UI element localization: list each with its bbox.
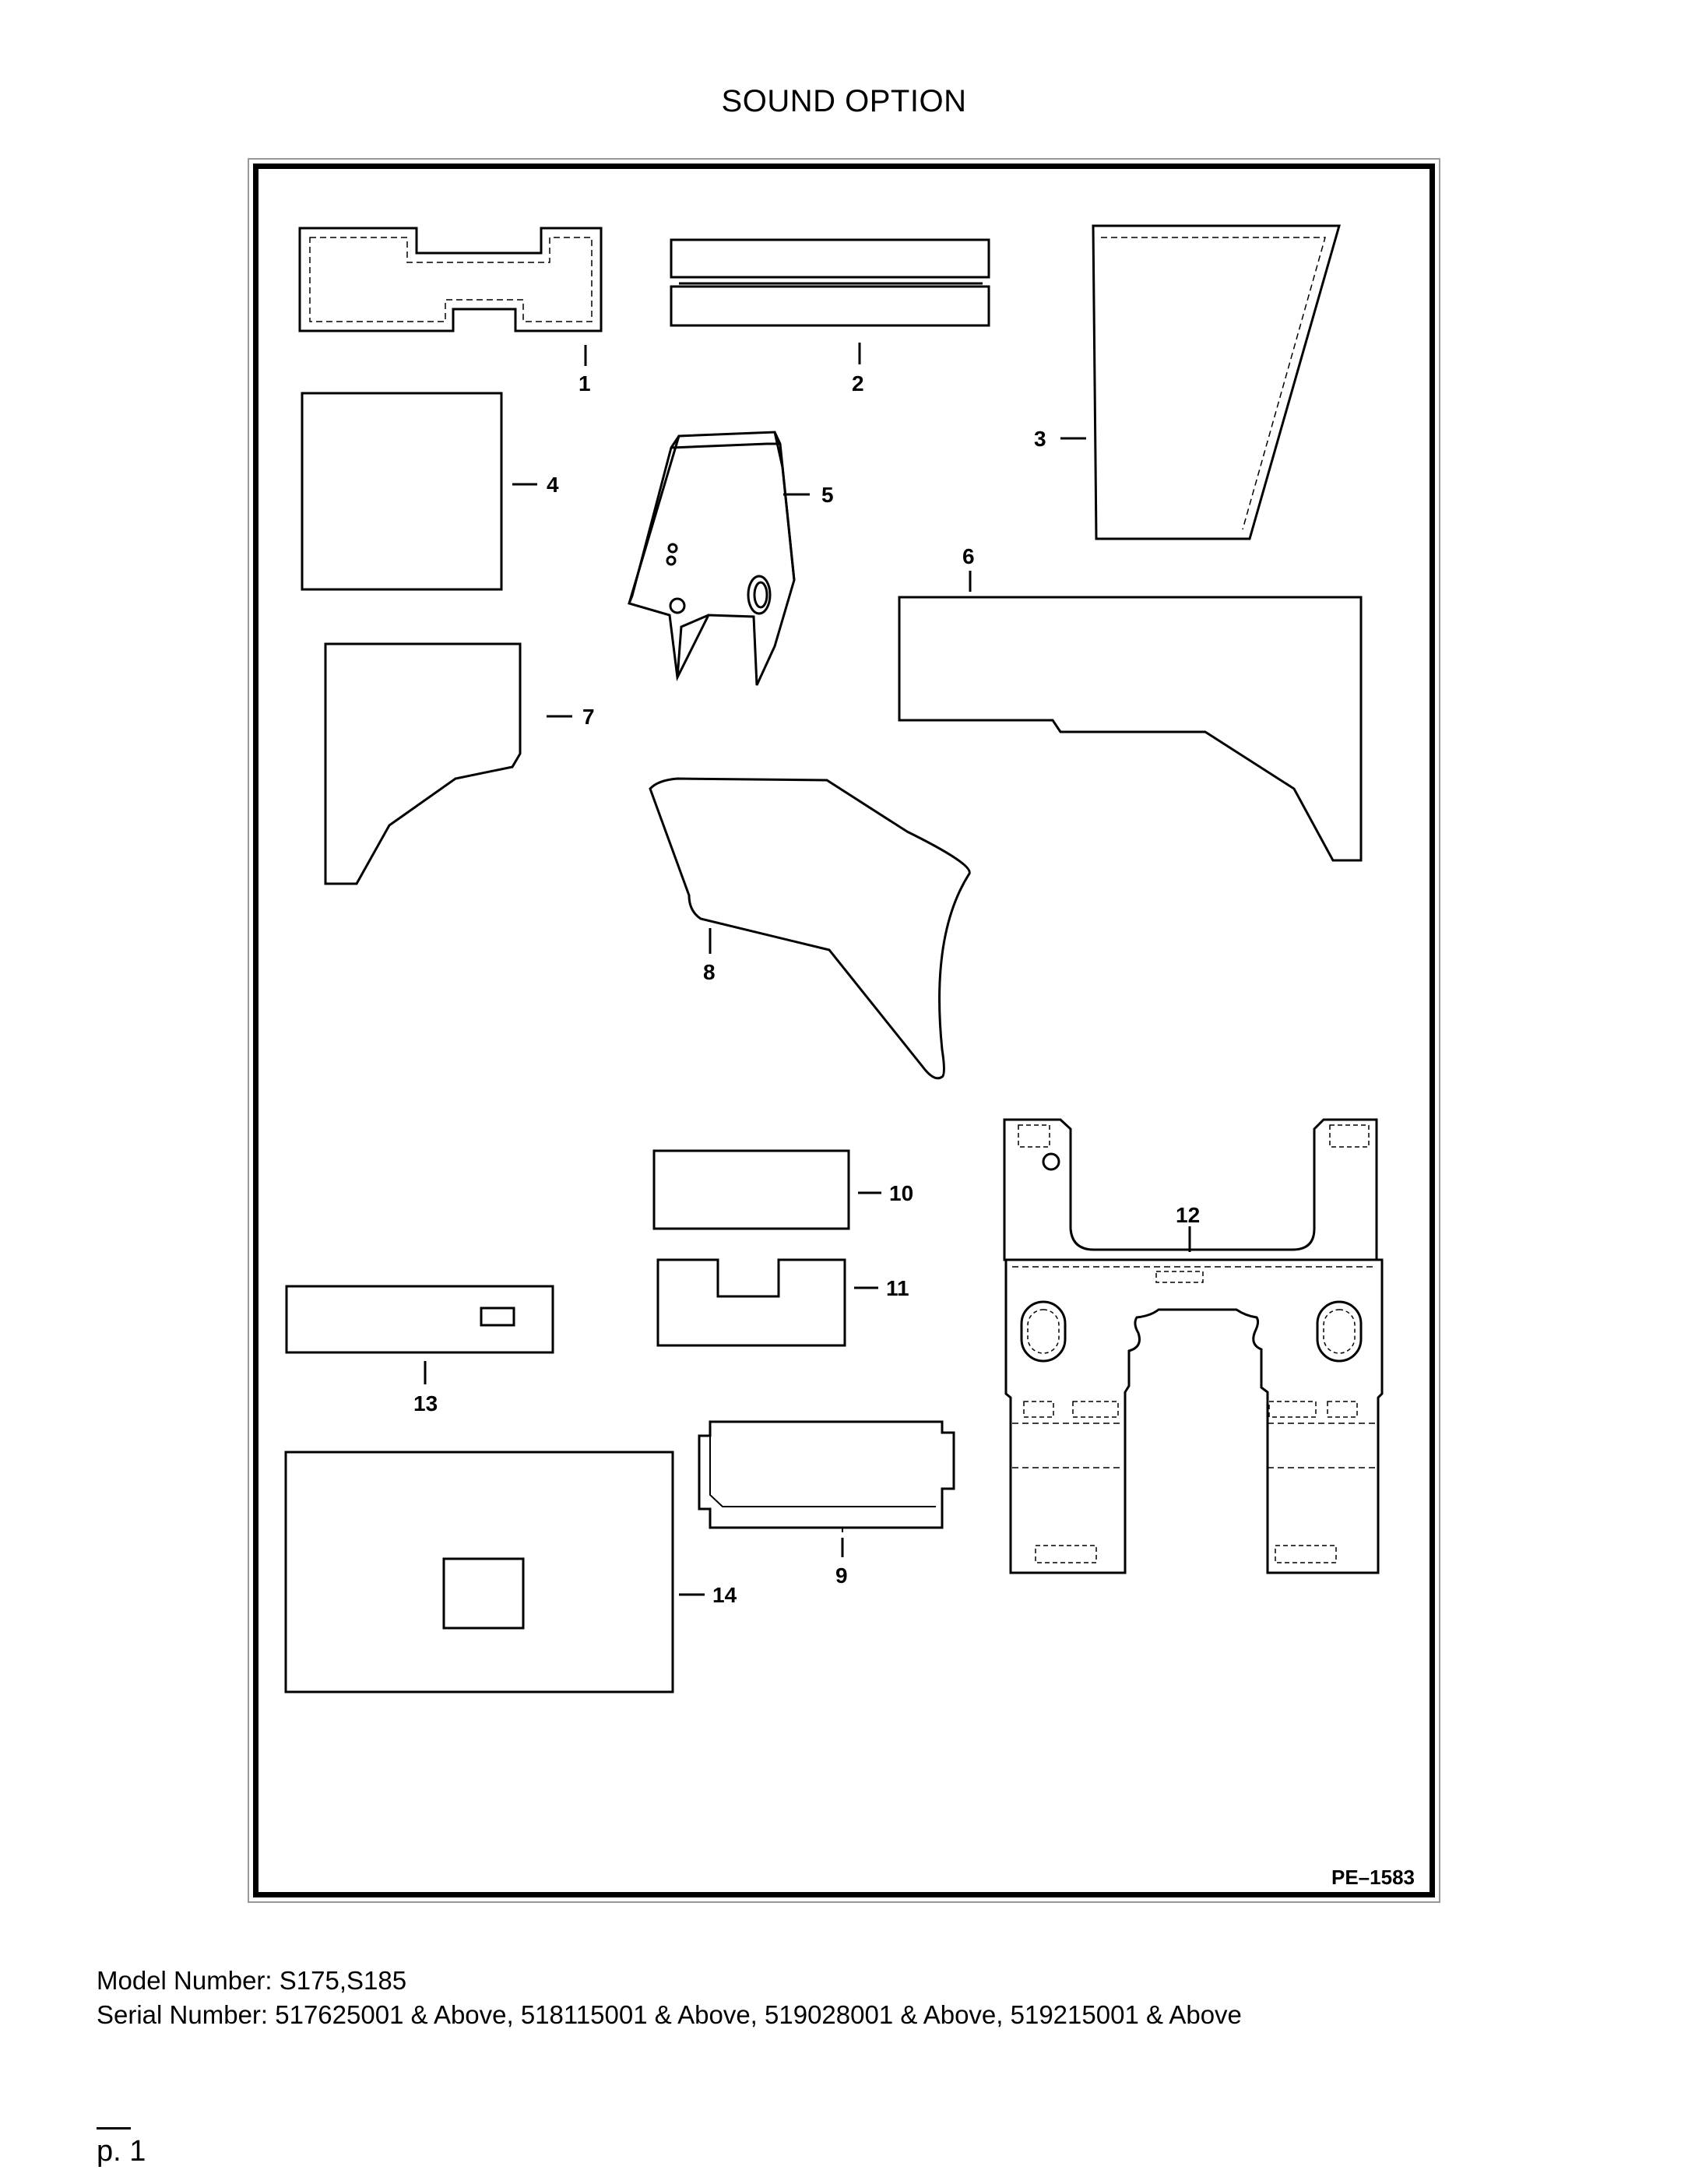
callout-11: 11 [886, 1276, 909, 1300]
serial-number: Serial Number: 517625001 & Above, 518115… [97, 2000, 1242, 2029]
callout-12: 12 [1176, 1203, 1200, 1227]
figure-code: PE–1583 [1331, 1866, 1415, 1889]
part-8-curved-panel: 8 [650, 779, 969, 1078]
callout-2: 2 [852, 371, 864, 396]
callout-14: 14 [712, 1583, 737, 1607]
callout-10: 10 [889, 1181, 913, 1205]
callout-7: 7 [582, 705, 595, 729]
parts-diagram: 1 2 3 4 5 6 [248, 158, 1440, 1903]
callout-1: 1 [578, 371, 591, 396]
callout-13: 13 [413, 1391, 438, 1416]
callout-8: 8 [703, 960, 716, 984]
model-number: Model Number: S175,S185 [97, 1966, 407, 1995]
part-5-bracket: 5 [629, 432, 834, 685]
part-12-floor-panel: 12 [1004, 1120, 1382, 1573]
callout-4: 4 [547, 473, 559, 497]
callout-5: 5 [821, 483, 834, 507]
part-7-angled-panel: 7 [325, 644, 595, 884]
diagram-frame-inner [253, 164, 1435, 1897]
part-3-side-panel: 3 [1034, 226, 1339, 539]
part-10-rect-pad: 10 [654, 1151, 913, 1229]
callout-9: 9 [835, 1563, 848, 1588]
part-4-square-pad: 4 [302, 393, 559, 589]
diagram-frame [248, 158, 1440, 1903]
part-6-long-panel: 6 [899, 544, 1361, 860]
part-14-large-pad: 14 [286, 1452, 737, 1692]
part-9-liner: 9 [699, 1422, 954, 1588]
model-info: Model Number: S175,S185 Serial Number: 5… [97, 1964, 1242, 2032]
page-title: SOUND OPTION [721, 84, 967, 118]
part-2-foam-strip: 2 [671, 240, 989, 396]
callout-3: 3 [1034, 427, 1046, 451]
callout-6: 6 [962, 544, 975, 568]
part-13-strip-pad: 13 [287, 1286, 553, 1416]
page-rule [97, 2127, 131, 2129]
part-11-notched-pad: 11 [658, 1260, 909, 1345]
page-number: p. 1 [97, 2135, 146, 2168]
part-1-foam-pad: 1 [300, 228, 601, 396]
